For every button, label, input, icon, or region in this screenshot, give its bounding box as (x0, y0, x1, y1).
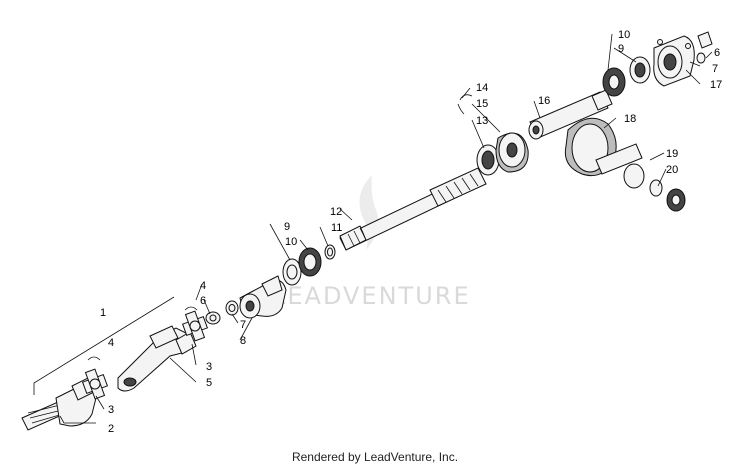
leader-lines (33, 33, 713, 424)
callout-17: 17 (710, 79, 722, 91)
callout-20: 20 (666, 164, 678, 176)
watermark-text: LEADVENTURE (272, 282, 471, 310)
bearing-group-middle (282, 244, 336, 286)
callout-labels: 1 2 3 4 4 3 5 6 7 8 9 10 11 12 13 14 15 … (100, 29, 722, 435)
callout-4-upper: 4 (200, 280, 206, 292)
callout-7-lower: 7 (240, 319, 246, 331)
callout-16: 16 (538, 95, 550, 107)
callout-3-upper: 3 (206, 361, 212, 373)
callout-6-lower: 6 (200, 295, 206, 307)
callout-9-middle: 9 (284, 221, 290, 233)
callout-18: 18 (624, 113, 636, 125)
callout-12: 12 (330, 206, 342, 218)
callout-7-upper: 7 (712, 63, 718, 75)
gear-18 (564, 117, 686, 212)
callout-11: 11 (331, 222, 342, 234)
callout-6-upper: 6 (714, 47, 720, 59)
callout-13: 13 (476, 115, 488, 127)
housing-group-17 (602, 31, 713, 97)
callout-3-lower: 3 (108, 404, 114, 416)
callout-5: 5 (206, 377, 212, 389)
callout-10-upper: 10 (618, 29, 630, 41)
callout-15: 15 (476, 98, 488, 110)
callout-4-lower: 4 (108, 337, 114, 349)
shaft-16 (528, 89, 613, 140)
footer-credit: Rendered by LeadVenture, Inc. (291, 450, 459, 464)
output-shaft-12 (339, 167, 487, 251)
callout-14: 14 (476, 82, 488, 94)
callout-8: 8 (240, 335, 246, 347)
callout-10-middle: 10 (285, 236, 297, 248)
yoke-assembly-1 (21, 275, 287, 431)
callout-1: 1 (100, 307, 106, 319)
callout-9-upper: 9 (618, 43, 624, 55)
gear-group-13-15 (457, 94, 529, 176)
callout-19: 19 (666, 148, 678, 160)
callout-2: 2 (108, 423, 114, 435)
